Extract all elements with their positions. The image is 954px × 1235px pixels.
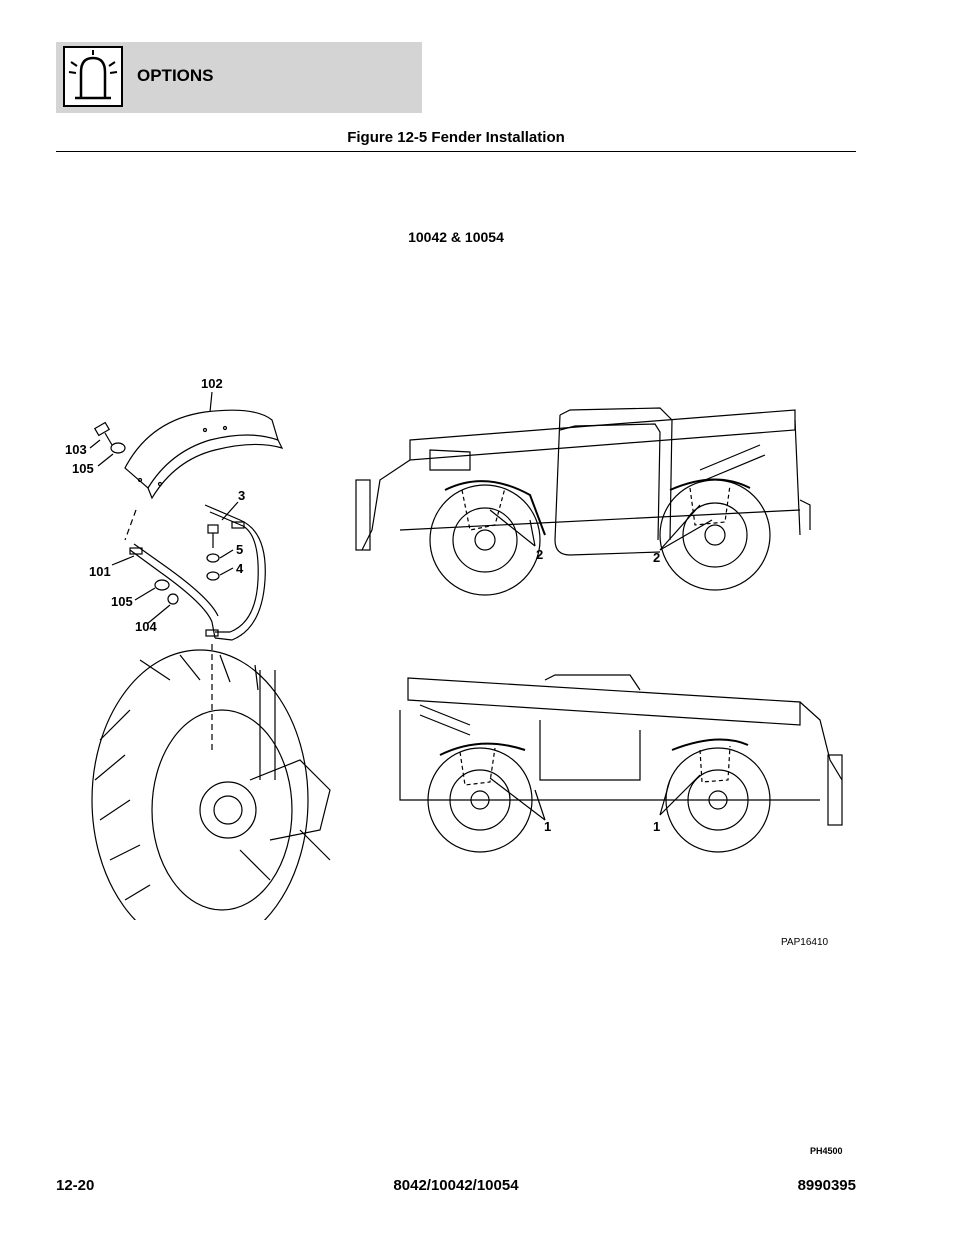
callout-1-front: 1 xyxy=(544,819,551,834)
callout-2-rear: 2 xyxy=(653,550,660,565)
callout-4: 4 xyxy=(236,561,244,576)
callout-2-front: 2 xyxy=(536,547,543,562)
callout-1-rear: 1 xyxy=(653,819,660,834)
beacon-light-icon xyxy=(63,46,123,107)
callout-3: 3 xyxy=(238,488,245,503)
section-title: OPTIONS xyxy=(137,66,214,85)
header-band: OPTIONS xyxy=(56,42,422,113)
figure-title: Figure 12-5 Fender Installation xyxy=(347,129,565,146)
callout-105-washer: 105 xyxy=(72,461,94,476)
callout-104: 104 xyxy=(135,619,157,634)
page-number: 12-20 xyxy=(56,1177,95,1194)
page-code: PH4500 xyxy=(810,1146,843,1156)
callout-102: 102 xyxy=(201,376,223,391)
fender-installation-drawing: 102 103 105 3 5 4 101 105 104 2 2 1 1 xyxy=(65,376,843,920)
callout-103: 103 xyxy=(65,442,87,457)
footer-models: 8042/10042/10054 xyxy=(393,1177,519,1194)
model-heading: 10042 & 10054 xyxy=(408,229,504,245)
art-code: PAP16410 xyxy=(781,937,829,948)
callout-101: 101 xyxy=(89,564,111,579)
callout-5: 5 xyxy=(236,542,243,557)
header-rule xyxy=(56,151,856,152)
doc-number: 8990395 xyxy=(797,1177,856,1194)
callout-105-lower: 105 xyxy=(111,594,133,609)
